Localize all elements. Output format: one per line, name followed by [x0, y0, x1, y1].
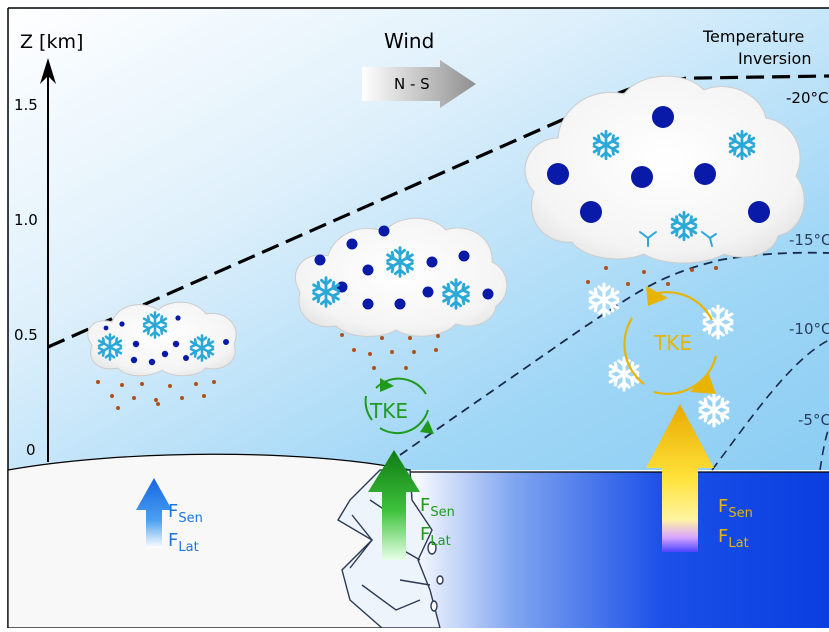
- medium-cloud-precipitation: [340, 333, 440, 370]
- lead-flux-sen-sub: Sen: [430, 505, 455, 520]
- lead-flux-lat-sub: Lat: [430, 534, 450, 549]
- svg-text:FLat: FLat: [718, 526, 749, 551]
- isotherm-5-line: [819, 427, 829, 471]
- z-axis-label: Z [km]: [20, 31, 83, 53]
- isotherm-label-10: -10°C: [789, 320, 829, 338]
- small-cloud-precipitation: [96, 380, 216, 410]
- ocean-flux-sen-main: F: [718, 496, 728, 517]
- tke-green-label: TKE: [369, 399, 408, 423]
- svg-text:FLat: FLat: [420, 524, 451, 549]
- isotherm-label-15: -15°C: [789, 231, 829, 249]
- z-tick-0: 0: [26, 441, 36, 459]
- wind-title: Wind: [384, 29, 434, 53]
- z-tick-0-5: 0.5: [14, 326, 38, 344]
- ice-flux-arrow: FSen FLat: [136, 478, 203, 555]
- inversion-label-line2: Inversion: [738, 49, 811, 68]
- z-tick-1-0: 1.0: [14, 211, 38, 229]
- inversion-label-line1: Temperature: [702, 27, 804, 46]
- ice-flux-lat-main: F: [168, 530, 178, 551]
- ocean-flux-lat-main: F: [718, 526, 728, 547]
- ocean-flux-lat-sub: Lat: [728, 536, 748, 551]
- wind-arrow: [362, 60, 476, 108]
- ice-needles: [639, 231, 717, 247]
- large-cloud-precipitation: [586, 266, 718, 286]
- lead-flux-arrow: FSen FLat: [368, 450, 455, 560]
- tke-yellow-cycle: TKE: [623, 286, 718, 395]
- open-ocean: [410, 472, 829, 628]
- medium-cloud: [294, 217, 508, 370]
- ocean-flux-sen-sub: Sen: [728, 506, 753, 521]
- ocean-flux-arrow: FSen FLat: [646, 404, 753, 552]
- isotherm-label-20: -20°C: [786, 89, 828, 107]
- ice-flux-lat-sub: Lat: [178, 540, 198, 555]
- lead-flux-sen-main: F: [420, 495, 430, 516]
- svg-text:FSen: FSen: [168, 501, 203, 526]
- ice-flux-sen-sub: Sen: [178, 511, 203, 526]
- z-tick-1-5: 1.5: [14, 96, 38, 114]
- isotherm-label-5: -5°C: [798, 411, 829, 429]
- lead-flux-lat-main: F: [420, 524, 430, 545]
- wind-direction-label: N - S: [394, 75, 430, 93]
- svg-text:FSen: FSen: [718, 496, 753, 521]
- tke-green-cycle: TKE: [364, 377, 434, 435]
- svg-text:FSen: FSen: [420, 495, 455, 520]
- svg-text:FLat: FLat: [168, 530, 199, 555]
- isotherm-10-line: [711, 339, 829, 471]
- large-cloud: [524, 75, 805, 286]
- ice-flux-sen-main: F: [168, 501, 178, 522]
- small-cloud: [87, 301, 237, 410]
- tke-yellow-label: TKE: [653, 331, 692, 355]
- z-axis-arrowhead: [40, 58, 56, 84]
